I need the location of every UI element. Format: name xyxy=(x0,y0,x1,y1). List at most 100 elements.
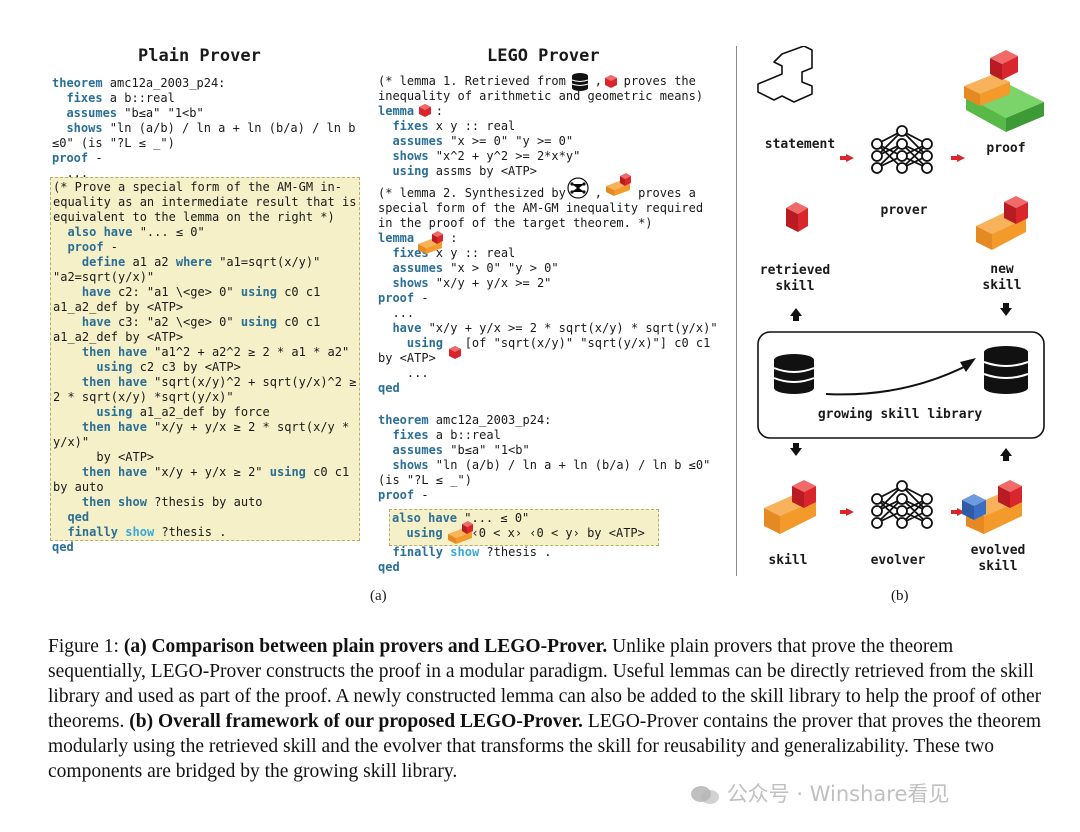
neural-network-icon xyxy=(567,177,589,199)
lego-thm-line: (is "?L ≤ _") xyxy=(378,473,472,487)
wechat-icon xyxy=(690,785,720,805)
orange-red-brick-icon xyxy=(418,231,443,254)
plain-hl-line: define a1 a2 where "a1=sqrt(x/y)" xyxy=(81,255,321,269)
lego-l2-line: proof - xyxy=(378,291,429,305)
plain-hl-line: equivalent to the lemma on the right *) xyxy=(53,210,335,224)
library-db-right-icon xyxy=(983,346,1029,394)
panel-divider xyxy=(736,46,737,576)
plain-hl-line: (* Prove a special form of the AM-GM in- xyxy=(53,180,342,194)
plain-hl-line: have c3: "a2 \<ge> 0" using c0 c1 xyxy=(81,315,321,329)
watermark: 公众号 · Winshare看见 xyxy=(690,778,949,808)
lego-l1-line: fixes x y :: real xyxy=(392,119,516,133)
caption-a-text: Unlike plain provers that prove the theo… xyxy=(48,636,1042,732)
plain-hl-line: using c2 c3 by <ATP> xyxy=(96,360,241,374)
lego-hl-line: also have "... ≤ 0" xyxy=(392,511,530,525)
caption-b-bold: (b) Overall framework of our proposed LE… xyxy=(129,711,583,732)
library-db-left-icon xyxy=(773,354,815,394)
lego-l2-line: using [of "sqrt(x/y)" "sqrt(y/x)"] c0 c1 xyxy=(406,336,711,350)
plain-hl-line: a1_a2_def by <ATP> xyxy=(53,330,184,344)
prover-label: prover xyxy=(880,203,928,218)
lego-l1-line: assumes "x >= 0" "y >= 0" xyxy=(392,134,574,148)
plain-hl-line: equality as an intermediate result that … xyxy=(53,195,357,209)
lego-thm-line: theorem amc12a_2003_p24: xyxy=(378,413,552,427)
lego-theorem-end: finally show ?thesis .qed xyxy=(378,545,551,575)
plain-hl-line: then have "x/y + y/x ≥ 2" using c0 c1 xyxy=(81,465,350,479)
lego-l1-line: using assms by <ATP> xyxy=(392,164,537,178)
lego-l1-line: lemma : xyxy=(378,104,444,118)
plain-hl-line: "a2=sqrt(y/x)" xyxy=(53,270,155,284)
panel-b-label: (b) xyxy=(891,588,909,604)
plain-code-line: ... xyxy=(52,166,89,180)
statement-label: statement xyxy=(764,137,836,152)
plain-prover-code: theorem amc12a_2003_p24: fixes a b::real… xyxy=(52,76,355,181)
plain-hl-line: also have "... ≤ 0" xyxy=(67,225,205,239)
plain-hl-line: using a1_a2_def by force xyxy=(96,405,270,419)
lego-l2-line: qed xyxy=(378,381,400,395)
plain-hl-line: qed xyxy=(67,510,90,524)
lego-l2-line: (* lemma 2. Synthesized by , proves a xyxy=(378,186,696,200)
lego-prover-title: LEGO Prover xyxy=(487,46,600,66)
orange-red-brick-icon xyxy=(606,173,631,196)
lego-l2-line: lemma : xyxy=(378,231,458,245)
plain-prover-qed: qed xyxy=(52,540,74,554)
plain-hl-line: 2 * sqrt(x/y) *sqrt(y/x)" xyxy=(53,390,234,404)
lego-thm-line: proof - xyxy=(378,488,429,502)
proof-label: proof xyxy=(986,141,1026,156)
caption-a-bold: (a) Comparison between plain provers and… xyxy=(123,636,608,657)
lego-l2-line: ... xyxy=(378,366,429,380)
plain-hl-line: proof - xyxy=(67,240,119,254)
lego-highlight: also have "... ≤ 0" using ‹0 < x› ‹0 < y… xyxy=(389,509,659,546)
plain-prover-highlight: (* Prove a special form of the AM-GM in-… xyxy=(50,177,360,541)
lego-l2-line: by <ATP> xyxy=(378,351,436,365)
lego-l2-line: ... xyxy=(378,306,415,320)
lego-l2-line: shows "x/y + y/x >= 2" xyxy=(392,276,552,290)
lego-l2-line: special form of the AM-GM inequality req… xyxy=(378,201,704,215)
plain-prover-title: Plain Prover xyxy=(138,46,261,66)
caption-b-text: LEGO-Prover contains the prover that pro… xyxy=(48,711,1042,782)
statement-shape xyxy=(757,46,813,103)
plain-code-line: assumes "b≤a" "1<b" xyxy=(66,106,204,120)
plain-code-line: fixes a b::real xyxy=(66,91,175,105)
caption-fig: Figure 1: xyxy=(48,636,124,657)
plain-hl-line: by auto xyxy=(53,480,104,494)
plain-hl-line: finally show ?thesis . xyxy=(67,525,227,539)
skill-brick-icon xyxy=(764,480,816,534)
evolved-skill-brick-icon xyxy=(962,480,1022,534)
lego-thm-line: shows "ln (a/b) / ln a + ln (b/a) / ln b… xyxy=(392,458,711,472)
plain-hl-line: then have "sqrt(x/y)^2 + sqrt(y/x)^2 ≥ xyxy=(81,375,357,389)
prover-network-icon xyxy=(871,125,933,174)
plain-hl-line: then show ?thesis by auto xyxy=(81,495,263,509)
red-brick-icon xyxy=(419,104,431,117)
plain-code-line: shows "ln (a/b) / ln a + ln (b/a) / ln b xyxy=(66,121,356,135)
plain-hl-line: then have "x/y + y/x ≥ 2 * sqrt(x/y * xyxy=(81,420,350,434)
evolver-label: evolver xyxy=(870,553,926,568)
new-skill-brick-icon xyxy=(976,196,1028,250)
lego-l2-line: have "x/y + y/x >= 2 * sqrt(x/y) * sqrt(… xyxy=(392,321,718,335)
retrieved-skill-brick-icon xyxy=(786,202,808,232)
lego-hl-line: using ‹0 < x› ‹0 < y› by <ATP> xyxy=(406,526,645,540)
figure-caption: Figure 1: (a) Comparison between plain p… xyxy=(48,634,1048,784)
lego-theorem-code: theorem amc12a_2003_p24: fixes a b::real… xyxy=(378,413,710,518)
plain-code-line: theorem amc12a_2003_p24: xyxy=(52,76,226,90)
library-label: growing skill library xyxy=(817,407,983,422)
lego-l1-line: inequality of arithmetic and geometric m… xyxy=(378,89,704,103)
skill-label: skill xyxy=(768,553,808,568)
proof-bricks-icon xyxy=(964,50,1044,132)
plain-code-line: ≤0" (is "?L ≤ _") xyxy=(52,136,175,150)
evolver-network-icon xyxy=(871,480,933,529)
plain-hl-line: have c2: "a1 \<ge> 0" using c0 c1 xyxy=(81,285,321,299)
lego-end-line: qed xyxy=(378,560,400,574)
panel-a-label: (a) xyxy=(370,588,387,604)
lego-thm-line: fixes a b::real xyxy=(392,428,501,442)
orange-red-brick-icon xyxy=(448,521,473,544)
plain-hl-line: then have "a1^2 + a2^2 ≥ 2 * a1 * a2" xyxy=(81,345,350,359)
plain-code-line: proof - xyxy=(52,151,103,165)
lego-l1-line: (* lemma 1. Retrieved from , proves the xyxy=(378,74,696,88)
lego-l1-line: shows "x^2 + y^2 >= 2*x*y" xyxy=(392,149,581,163)
plain-hl-line: y/x)" xyxy=(53,435,90,449)
